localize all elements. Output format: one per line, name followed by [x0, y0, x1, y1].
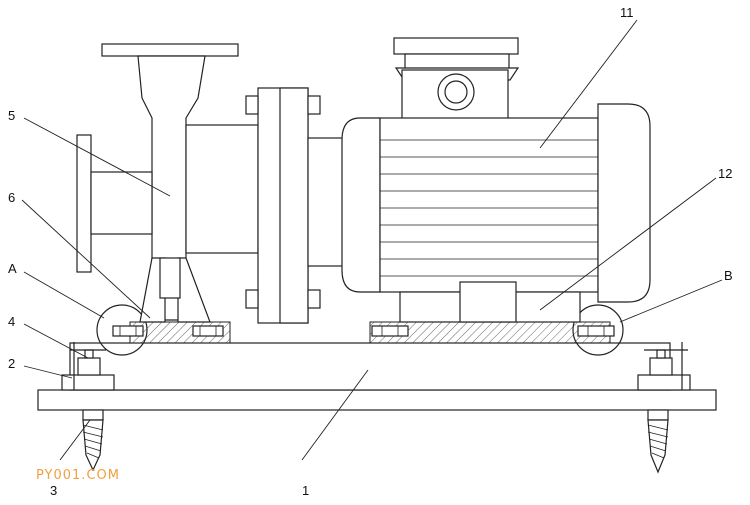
right-ground-screw	[647, 409, 669, 474]
label-1: 1	[302, 483, 309, 498]
watermark: PY001.COM	[36, 468, 120, 483]
pump-body	[76, 43, 259, 323]
label-6: 6	[8, 190, 15, 205]
label-a: A	[8, 261, 17, 276]
base-plate	[37, 389, 717, 411]
motor	[341, 37, 651, 323]
label-5: 5	[8, 108, 15, 123]
leader-lines	[21, 19, 723, 461]
mounting-platform	[69, 342, 671, 391]
detail-circle-b	[572, 304, 624, 356]
right-leveling-foot	[637, 342, 691, 391]
coupling-flange	[245, 87, 345, 324]
label-2: 2	[8, 356, 15, 371]
left-ground-screw	[82, 409, 104, 472]
left-leveling-foot	[61, 342, 115, 391]
label-b: B	[724, 268, 733, 283]
clamp-blocks	[112, 325, 615, 337]
label-3: 3	[50, 483, 57, 498]
detail-circle-a	[96, 304, 148, 356]
label-11: 11	[620, 5, 634, 20]
label-4: 4	[8, 314, 15, 329]
label-12: 12	[718, 166, 732, 181]
